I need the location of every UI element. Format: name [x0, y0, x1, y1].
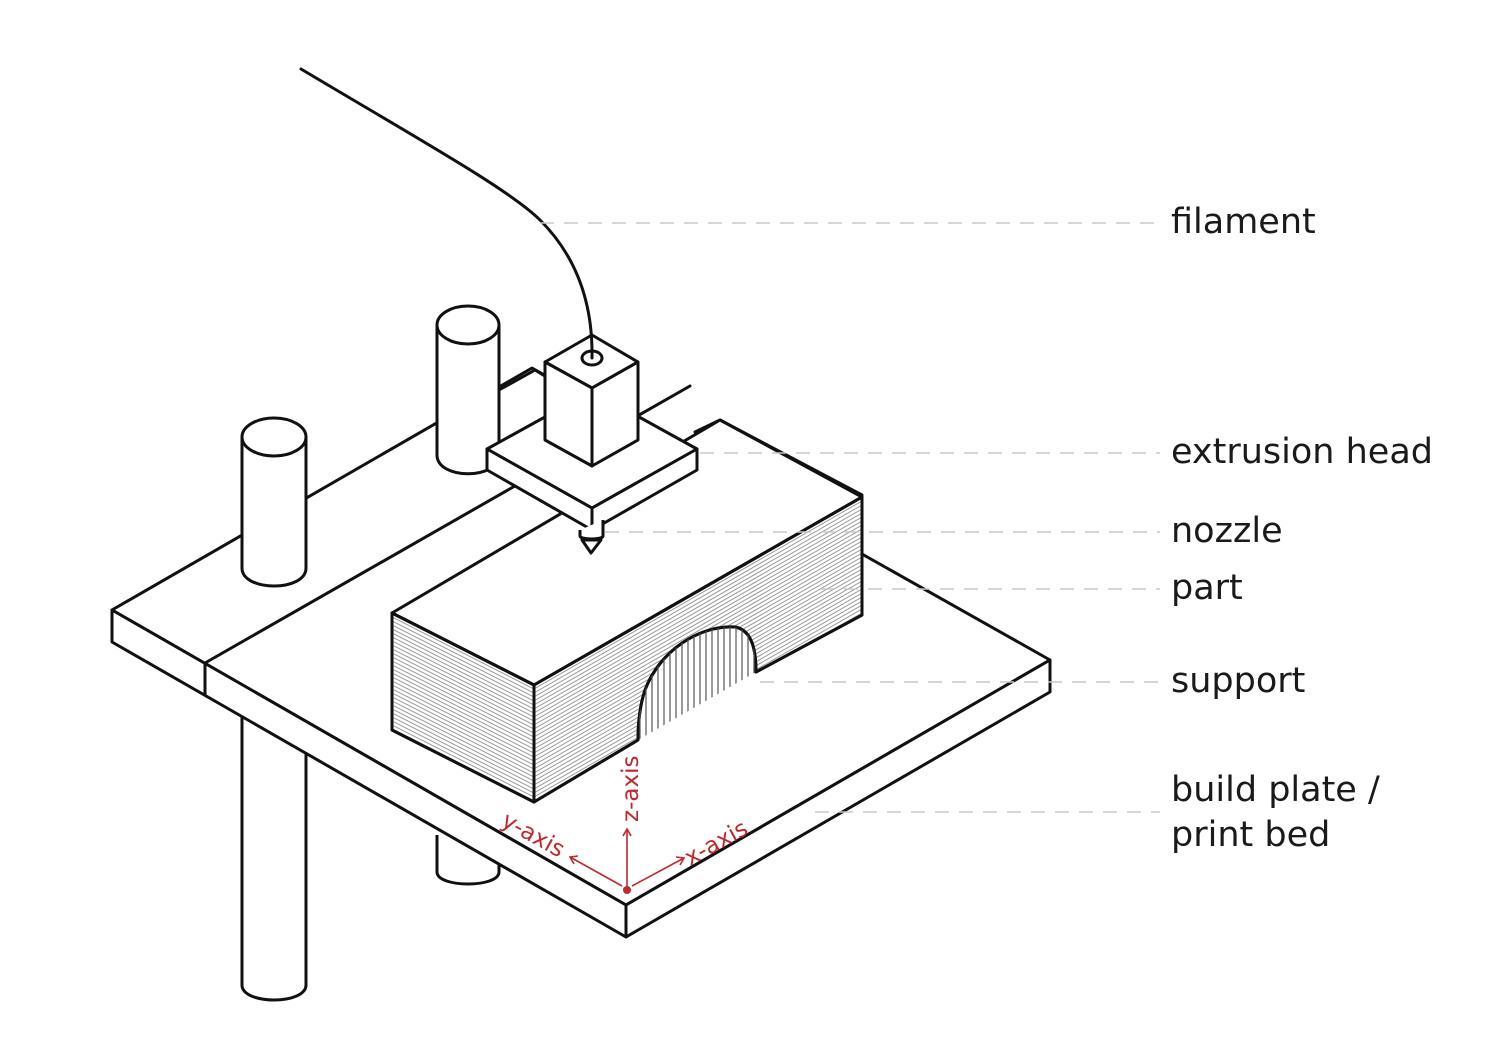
- layer-line: [392, 680, 534, 754]
- label-support: support: [1171, 661, 1306, 701]
- layer-line: [534, 524, 862, 714]
- y-axis-arrow: [569, 856, 623, 887]
- layer-line: [392, 724, 534, 798]
- layer-line: [534, 536, 862, 726]
- layer-line: [392, 664, 534, 738]
- layer-line: [392, 656, 534, 730]
- nozzle: [578, 520, 605, 555]
- leader-lines: [540, 222, 1160, 813]
- label-nozzle: nozzle: [1171, 511, 1283, 551]
- origin-dot: [623, 886, 631, 894]
- x-axis-arrow: [631, 857, 685, 887]
- layer-line: [392, 640, 534, 714]
- layer-line: [392, 636, 534, 710]
- label-filament: filament: [1171, 202, 1316, 242]
- layer-line: [534, 516, 862, 706]
- layer-line: [534, 504, 862, 694]
- layer-line: [534, 508, 862, 698]
- layer-line: [392, 692, 534, 766]
- layer-line: [392, 696, 534, 770]
- front-left-leg: [240, 710, 308, 1002]
- layer-line: [392, 644, 534, 718]
- layer-line: [534, 512, 862, 702]
- layer-line: [392, 672, 534, 746]
- layer-line: [392, 676, 534, 750]
- layer-line: [392, 632, 534, 706]
- layer-line: [392, 708, 534, 782]
- label-build-plate: build plate /: [1171, 770, 1380, 810]
- layer-line: [392, 712, 534, 786]
- label-print-bed: print bed: [1171, 815, 1331, 855]
- layer-line: [392, 716, 534, 790]
- layer-line: [392, 628, 534, 702]
- extrusion-head: [485, 333, 699, 532]
- layer-line: [392, 684, 534, 758]
- label-part: part: [1171, 568, 1243, 608]
- layer-line: [392, 624, 534, 698]
- layer-line: [392, 704, 534, 778]
- layer-line: [534, 520, 862, 710]
- left-post: [240, 416, 308, 588]
- layer-line: [392, 688, 534, 762]
- label-extrusion-head: extrusion head: [1171, 432, 1433, 472]
- layer-line: [392, 720, 534, 794]
- layer-line: [392, 652, 534, 726]
- z-axis-label: z-axis: [618, 756, 644, 822]
- layer-line: [534, 532, 862, 722]
- layer-line: [392, 700, 534, 774]
- layer-line: [392, 616, 534, 690]
- layer-line: [392, 620, 534, 694]
- layer-line: [534, 528, 862, 718]
- layer-line: [392, 660, 534, 734]
- filament: [299, 67, 594, 360]
- layer-line: [392, 648, 534, 722]
- layer-line: [392, 668, 534, 742]
